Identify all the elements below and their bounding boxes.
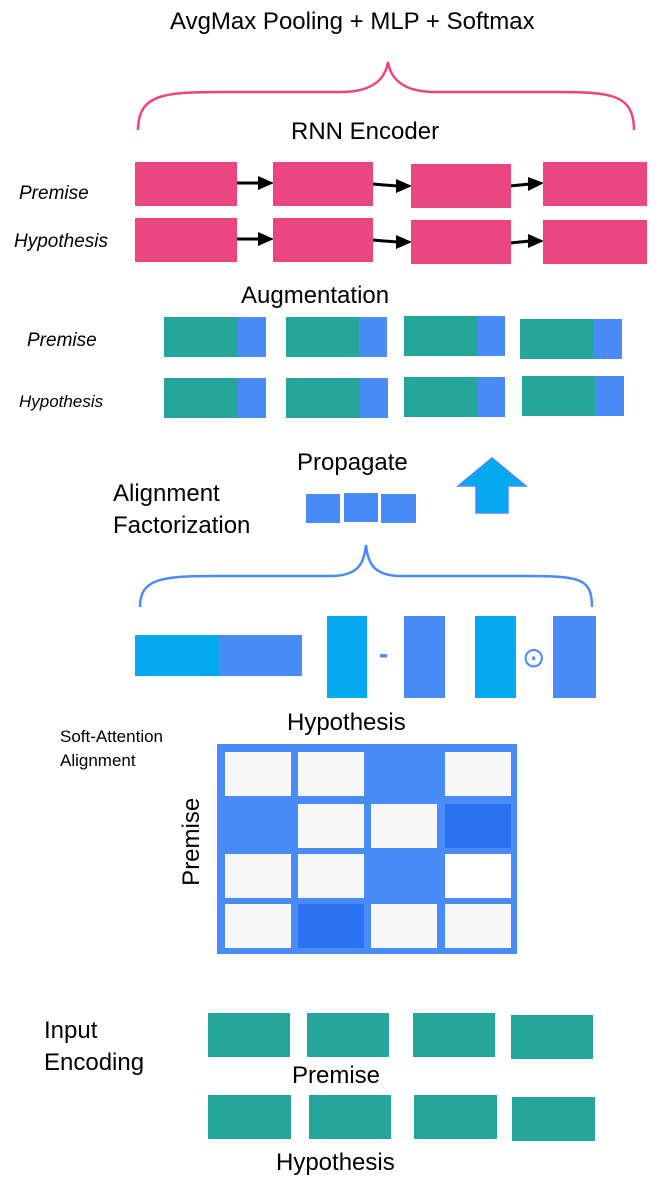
- rnn-premise-arrows: [235, 176, 544, 193]
- rnn-premise-label: Premise: [19, 183, 89, 204]
- rnn-hypothesis-block-1: [135, 218, 237, 262]
- top-brace-icon: [136, 61, 636, 131]
- input-hypothesis-block-4: [512, 1097, 595, 1141]
- attention-cell: [225, 752, 291, 796]
- attention-cell-dark: [298, 904, 364, 948]
- attention-cell: [371, 904, 437, 948]
- aug-hypothesis-label: Hypothesis: [19, 392, 104, 411]
- aug-hypothesis-block-3: [404, 377, 477, 417]
- attention-premise-label: Premise: [178, 797, 206, 886]
- input-premise-block-3: [413, 1013, 495, 1057]
- soft-attention-line1: Soft-Attention: [60, 727, 164, 746]
- attention-cell: [225, 854, 291, 898]
- attention-cell: [445, 752, 511, 796]
- attention-cell-dark: [445, 804, 511, 848]
- attention-cell: [298, 854, 364, 898]
- rnn-hypothesis-block-2: [273, 218, 373, 262]
- top-title: AvgMax Pooling + MLP + Softmax: [170, 8, 535, 35]
- input-encoding-line2: Encoding: [44, 1049, 145, 1076]
- hadamard-operator: ⊙: [522, 642, 546, 673]
- alignment-factorization-line2: Factorization: [113, 512, 251, 539]
- attention-cell: [371, 804, 437, 848]
- factor-block-3: [381, 494, 416, 523]
- attention-cell: [445, 904, 511, 948]
- bottom-brace-icon: [138, 544, 594, 608]
- input-premise-label: Premise: [292, 1062, 381, 1089]
- rnn-encoder-title: RNN Encoder: [291, 118, 440, 145]
- input-premise-block-1: [208, 1013, 290, 1057]
- subtract-left-block: [327, 616, 367, 698]
- rnn-hypothesis-arrows: [235, 232, 544, 249]
- attention-cell: [298, 752, 364, 796]
- product-left-block: [475, 616, 516, 698]
- aug-hypothesis-block-1: [164, 378, 238, 418]
- rnn-premise-block-3: [411, 164, 511, 208]
- soft-attention-line2: Alignment: [60, 751, 136, 770]
- aug-premise-block-4: [520, 319, 593, 359]
- factor-block-1: [306, 494, 340, 523]
- aug-premise-block-1: [164, 317, 238, 357]
- aug-premise-block-2: [286, 317, 359, 357]
- attention-hypothesis-label: Hypothesis: [287, 709, 406, 736]
- input-encoding-line1: Input: [44, 1017, 98, 1044]
- rnn-hypothesis-label: Hypothesis: [14, 231, 108, 252]
- rnn-hypothesis-block-3: [411, 220, 511, 264]
- subtract-right-block: [404, 616, 445, 698]
- attention-cell: [298, 804, 364, 848]
- input-premise-block-4: [511, 1015, 593, 1059]
- aug-premise-block-3: [404, 316, 477, 356]
- concat-blue-block: [219, 635, 302, 676]
- aug-premise-label: Premise: [27, 330, 97, 351]
- propagate-label: Propagate: [297, 449, 408, 476]
- minus-operator: -: [379, 638, 389, 669]
- input-premise-block-2: [307, 1013, 389, 1057]
- input-hypothesis-block-2: [309, 1095, 391, 1139]
- attention-cell: [445, 854, 511, 898]
- product-right-block: [553, 616, 596, 698]
- factor-block-2: [344, 493, 378, 522]
- alignment-factorization-line1: Alignment: [113, 480, 220, 507]
- attention-cell: [225, 904, 291, 948]
- rnn-premise-block-1: [135, 162, 237, 206]
- input-hypothesis-block-1: [208, 1095, 291, 1139]
- input-hypothesis-block-3: [414, 1095, 497, 1139]
- rnn-hypothesis-block-4: [543, 220, 647, 264]
- attention-matrix: [217, 744, 517, 954]
- arrow-up-icon: [455, 457, 529, 514]
- aug-hypothesis-block-2: [286, 378, 360, 418]
- aug-hypothesis-block-4: [522, 376, 595, 416]
- rnn-premise-block-2: [273, 162, 373, 206]
- rnn-premise-block-4: [543, 162, 647, 206]
- input-hypothesis-label: Hypothesis: [276, 1149, 395, 1176]
- concat-cyan-block: [135, 635, 219, 676]
- augmentation-title: Augmentation: [241, 282, 390, 309]
